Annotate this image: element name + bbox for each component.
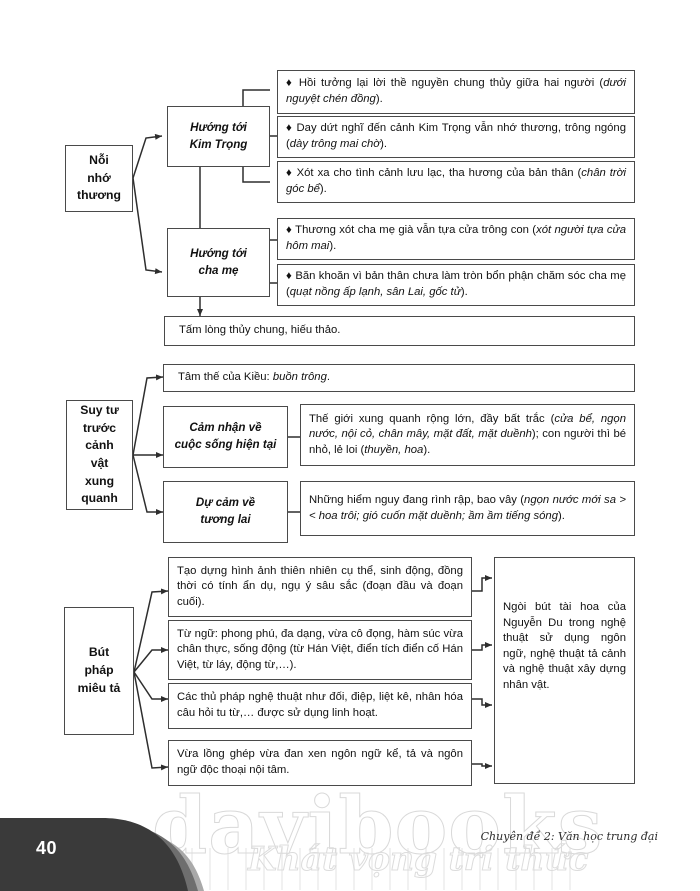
- branch-huong-toi-kim-trong-label: Hướng tới Kim Trọng: [189, 120, 248, 151]
- leaf-but-phap-1-text: Tạo dựng hình ảnh thiên nhiên cụ thể, si…: [177, 564, 463, 608]
- leaf-cha-me-2-text: ♦ Băn khoăn vì bản thân chưa làm tròn bổ…: [286, 270, 626, 298]
- page-number-tab: [0, 818, 204, 891]
- leaf-kim-trong-3-text: ♦ Xót xa cho tình cảnh lưu lạc, tha hươn…: [286, 167, 626, 195]
- leaf-but-phap-4[interactable]: Vừa lồng ghép vừa đan xen ngôn ngữ kể, t…: [168, 740, 472, 786]
- branch-cam-nhan-cuoc-song-label: Cảm nhận về cuộc sống hiện tại: [174, 421, 277, 451]
- branch-du-cam-tuong-lai[interactable]: Dự cảm về tương lai: [163, 481, 288, 543]
- leaf-du-cam-detail[interactable]: Những hiểm nguy đang rình rập, bao vây (…: [300, 481, 635, 536]
- leaf-cha-me-1-text: ♦ Thương xót cha mẹ già vẫn tựa cửa trôn…: [286, 224, 626, 252]
- leaf-tam-the-cua-kieu-text: Tâm thế của Kiều: buồn trông.: [178, 371, 330, 384]
- root-but-phap-mieu-ta[interactable]: Bút pháp miêu tả: [64, 607, 134, 735]
- root-suy-tu-truoc-canh-vat[interactable]: Suy tư trước cảnh vật xung quanh: [66, 400, 133, 510]
- root-noi-nho-thuong-label: Nỗi nhớ thương: [77, 152, 121, 203]
- root-suy-tu-truoc-canh-vat-label: Suy tư trước cảnh vật xung quanh: [80, 402, 119, 506]
- leaf-but-phap-3-text: Các thủ pháp nghệ thuật như đối, điệp, l…: [177, 691, 463, 719]
- branch-du-cam-tuong-lai-label: Dự cảm về tương lai: [195, 496, 256, 526]
- leaf-kim-trong-3[interactable]: ♦ Xót xa cho tình cảnh lưu lạc, tha hươn…: [277, 161, 635, 203]
- watermark-bars: [155, 848, 575, 890]
- branch-huong-toi-cha-me-label: Hướng tới cha mẹ: [190, 246, 247, 277]
- leaf-but-phap-4-text: Vừa lồng ghép vừa đan xen ngôn ngữ kể, t…: [177, 748, 463, 776]
- leaf-cam-nhan-detail[interactable]: Thế giới xung quanh rộng lớn, đầy bất tr…: [300, 404, 635, 466]
- leaf-cha-me-2[interactable]: ♦ Băn khoăn vì bản thân chưa làm tròn bổ…: [277, 264, 635, 306]
- branch-cam-nhan-cuoc-song[interactable]: Cảm nhận về cuộc sống hiện tại: [163, 406, 288, 468]
- root-but-phap-mieu-ta-label: Bút pháp miêu tả: [77, 645, 121, 695]
- chapter-label: Chuyên đề 2: Văn học trung đại: [480, 830, 658, 843]
- summary-but-phap[interactable]: Ngòi bút tài hoa của Nguyễn Du trong ngh…: [494, 557, 635, 784]
- leaf-kim-trong-2-text: ♦ Day dứt nghĩ đến cảnh Kim Trọng vẫn nh…: [286, 122, 626, 150]
- page-number: 40: [36, 838, 58, 858]
- leaf-du-cam-detail-text: Những hiểm nguy đang rình rập, bao vây (…: [309, 493, 626, 522]
- leaf-kim-trong-1-text: ♦ Hồi tưởng lại lời thề nguyền chung thủ…: [286, 77, 626, 105]
- leaf-kim-trong-2[interactable]: ♦ Day dứt nghĩ đến cảnh Kim Trọng vẫn nh…: [277, 116, 635, 158]
- conclusion-section-1[interactable]: Tấm lòng thủy chung, hiếu thảo.: [164, 316, 635, 346]
- leaf-but-phap-2[interactable]: Từ ngữ: phong phú, đa dạng, vừa cô đọng,…: [168, 620, 472, 680]
- leaf-but-phap-2-text: Từ ngữ: phong phú, đa dạng, vừa cô đọng,…: [177, 627, 463, 671]
- leaf-but-phap-1[interactable]: Tạo dựng hình ảnh thiên nhiên cụ thể, si…: [168, 557, 472, 617]
- leaf-cha-me-1[interactable]: ♦ Thương xót cha mẹ già vẫn tựa cửa trôn…: [277, 218, 635, 260]
- leaf-cam-nhan-detail-text: Thế giới xung quanh rộng lớn, đầy bất tr…: [309, 412, 627, 456]
- leaf-tam-the-cua-kieu[interactable]: Tâm thế của Kiều: buồn trông.: [163, 364, 635, 392]
- leaf-but-phap-3[interactable]: Các thủ pháp nghệ thuật như đối, điệp, l…: [168, 683, 472, 729]
- root-noi-nho-thuong[interactable]: Nỗi nhớ thương: [65, 145, 133, 212]
- branch-huong-toi-cha-me[interactable]: Hướng tới cha mẹ: [167, 228, 270, 297]
- summary-but-phap-text: Ngòi bút tài hoa của Nguyễn Du trong ngh…: [503, 601, 626, 691]
- branch-huong-toi-kim-trong[interactable]: Hướng tới Kim Trọng: [167, 106, 270, 167]
- leaf-kim-trong-1[interactable]: ♦ Hồi tưởng lại lời thề nguyền chung thủ…: [277, 70, 635, 114]
- conclusion-section-1-text: Tấm lòng thủy chung, hiếu thảo.: [179, 324, 341, 337]
